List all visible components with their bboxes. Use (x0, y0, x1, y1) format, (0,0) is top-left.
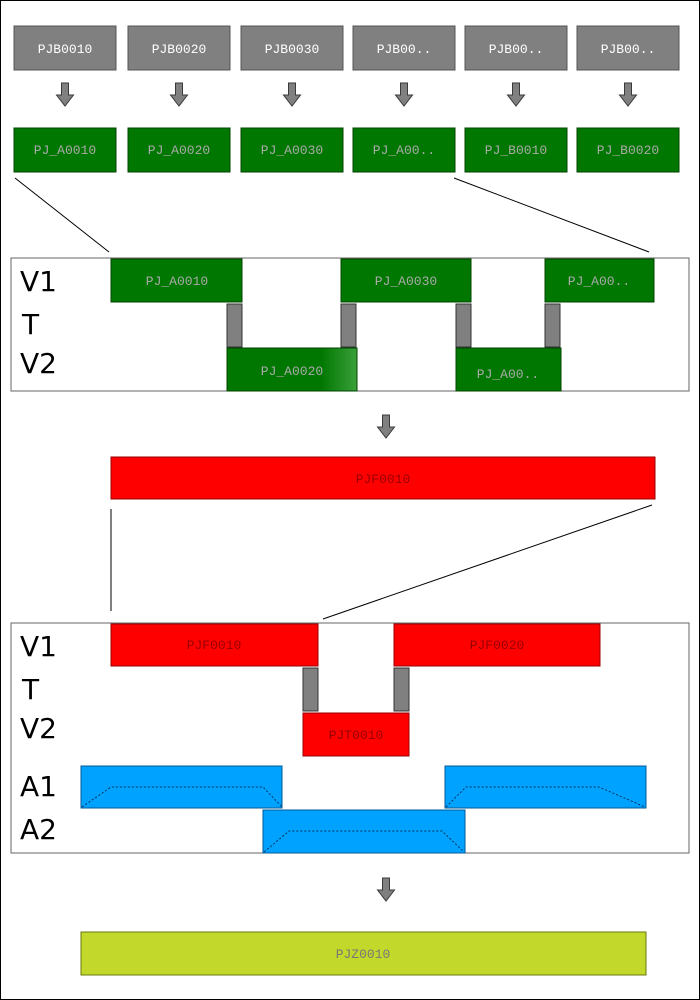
transition-block (393, 667, 410, 712)
track-label-a1: A1 (20, 770, 57, 803)
timeline-clip: PJ_A00.. (544, 258, 655, 303)
timeline-clip: PJF0010 (110, 623, 319, 667)
transition-block (455, 303, 472, 348)
green-row: PJ_A0010 PJ_A0020 PJ_A0030 PJ_A00.. PJ_B… (13, 127, 680, 173)
audio-clip (262, 809, 466, 854)
zoom-lines-1 (14, 177, 650, 253)
merged-clip: PJF0010 (110, 456, 656, 500)
down-arrow-icon (169, 82, 189, 107)
timeline-clip: PJ_A0030 (340, 258, 472, 303)
green-box-label: PJ_A00.. (373, 143, 435, 158)
track-label-v1: V1 (20, 630, 57, 663)
source-box-label: PJB0030 (265, 42, 320, 57)
down-arrow-icon (394, 82, 414, 107)
clip-label: PJT0010 (329, 728, 384, 743)
final-clip-label: PJZ0010 (336, 947, 391, 962)
track-label-t: T (21, 673, 40, 706)
down-arrow-icon (282, 82, 302, 107)
source-box: PJB00.. (464, 25, 568, 71)
transition-block (544, 303, 561, 348)
clip-label: PJ_A0010 (146, 274, 208, 289)
down-arrow-icon (376, 877, 396, 902)
track-label-a2: A2 (20, 813, 57, 846)
audio-clip (444, 765, 647, 809)
down-arrow-icon (55, 82, 75, 107)
source-box-label: PJB00.. (377, 42, 432, 57)
track-label-t: T (21, 308, 40, 341)
timeline-clip: PJF0020 (393, 623, 601, 667)
timeline-clip: PJ_A0010 (110, 258, 243, 303)
source-box-label: PJB00.. (489, 42, 544, 57)
green-box-label: PJ_A0030 (261, 143, 323, 158)
timeline-2: V1 T V2 A1 A2 PJF0010 PJF0020 PJT0010 (10, 622, 690, 854)
source-box: PJB00.. (576, 25, 680, 71)
source-box-label: PJB00.. (601, 42, 656, 57)
green-box-label: PJ_A0020 (148, 143, 210, 158)
timeline-clip: PJT0010 (302, 712, 410, 757)
transition-block (226, 303, 243, 348)
green-box-label: PJ_B0010 (485, 143, 547, 158)
audio-clip (80, 765, 283, 809)
green-box: PJ_B0020 (576, 127, 680, 173)
source-box: PJB0010 (13, 25, 117, 71)
audio-fade-line (81, 786, 283, 808)
track-label-v1: V1 (20, 265, 57, 298)
merged-clip-label: PJF0010 (356, 472, 411, 487)
green-box: PJ_A0020 (127, 127, 231, 173)
source-box-label: PJB0020 (152, 42, 207, 57)
green-box: PJ_A0010 (13, 127, 117, 173)
green-box-label: PJ_A0010 (34, 143, 96, 158)
clip-label: PJ_A00.. (568, 274, 630, 289)
clip-label: PJF0010 (187, 638, 242, 653)
arrow-row (55, 82, 638, 107)
audio-fade-line (263, 830, 465, 853)
timeline-clip: PJ_A0020 (226, 347, 358, 392)
down-arrow-icon (376, 414, 396, 439)
down-arrow-icon (618, 82, 638, 107)
source-box: PJB0030 (240, 25, 344, 71)
zoom-lines-2 (110, 504, 653, 620)
clip-label: PJ_A00.. (477, 367, 539, 382)
timeline-1: V1 T V2 PJ_A0010 PJ_A0030 PJ_A00.. PJ_A0… (10, 257, 690, 392)
source-box: PJB0020 (127, 25, 231, 71)
source-box: PJB00.. (352, 25, 456, 71)
down-arrow-icon (506, 82, 526, 107)
transition-block (340, 303, 357, 348)
clip-label: PJ_A0030 (375, 274, 437, 289)
green-box: PJ_B0010 (464, 127, 568, 173)
clip-label: PJF0020 (470, 638, 525, 653)
timeline-clip: PJ_A00.. (455, 347, 562, 392)
track-label-v2: V2 (20, 712, 57, 745)
transition-block (302, 667, 319, 712)
source-box-label: PJB0010 (38, 42, 93, 57)
green-box: PJ_A00.. (352, 127, 456, 173)
source-row: PJB0010 PJB0020 PJB0030 PJB00.. PJB00.. … (13, 25, 680, 71)
green-box-label: PJ_B0020 (597, 143, 659, 158)
clip-label: PJ_A0020 (261, 364, 323, 379)
track-label-v2: V2 (20, 347, 57, 380)
final-clip: PJZ0010 (80, 931, 647, 976)
green-box: PJ_A0030 (240, 127, 344, 173)
